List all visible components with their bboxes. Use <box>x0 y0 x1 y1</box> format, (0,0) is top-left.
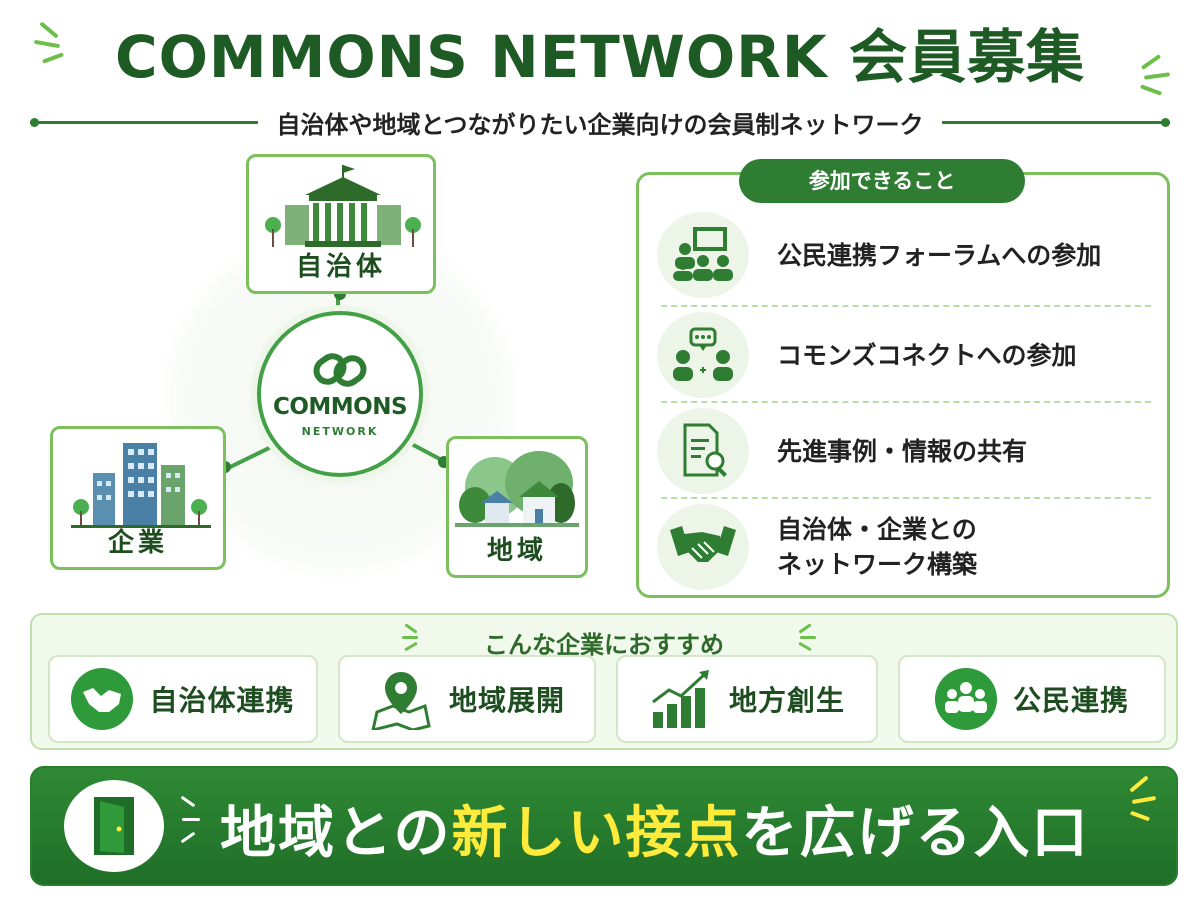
recommend-label: 地域展開 <box>448 684 565 717</box>
benefit-label-line-1: 自治体・企業との <box>777 515 977 544</box>
benefit-item: 自治体・企業との ネットワーク構築 <box>657 499 1153 595</box>
benefits-panel: 参加できること 公民連携フォーラムへの参加 コモンズコネクトへ <box>636 159 1170 598</box>
hub-subname: NETWORK <box>301 425 379 438</box>
benefit-label-line-2: ネットワーク構築 <box>777 550 978 579</box>
benefits-title: 参加できること <box>739 159 1025 203</box>
map-pin-icon <box>371 672 431 730</box>
handshake-icon <box>657 504 749 590</box>
benefit-divider <box>661 497 1151 499</box>
connect-people-icon <box>657 312 749 398</box>
benefit-item: コモンズコネクトへの参加 <box>657 307 1153 403</box>
recommend-label: 地方創生 <box>728 684 845 717</box>
subtitle-row: 自治体や地域とつながりたい企業向けの会員制ネットワーク <box>30 104 1171 140</box>
benefit-label: 公民連携フォーラムへの参加 <box>777 240 1102 270</box>
office-buildings-icon <box>71 443 211 528</box>
commons-network-hub: COMMONS NETWORK <box>257 311 423 477</box>
recommend-section: こんな企業におすすめ 自治体連携 地域展開 地方創生 <box>30 613 1178 750</box>
recommend-card: 地域展開 <box>338 655 596 743</box>
hub-name: COMMONS <box>272 394 408 420</box>
chain-link-icon <box>313 353 367 387</box>
node-company: 企業 <box>50 426 226 570</box>
door-icon-circle <box>64 780 164 872</box>
government-building-icon <box>265 165 421 247</box>
benefit-divider <box>661 401 1151 403</box>
town-landscape-icon <box>455 451 579 527</box>
benefit-divider <box>661 305 1151 307</box>
meeting-icon <box>657 212 749 298</box>
subtitle-divider-left <box>30 117 259 127</box>
recommend-label: 自治体連携 <box>149 684 295 717</box>
group-icon <box>934 668 997 730</box>
node-label-company: 企業 <box>107 528 168 558</box>
banner-text-highlight: 新しい接点 <box>451 801 742 866</box>
node-region: 地域 <box>446 436 588 578</box>
banner-text: 地域との新しい接点を広げる入口 <box>220 788 1089 869</box>
benefit-item: 公民連携フォーラムへの参加 <box>657 207 1153 303</box>
benefit-item: 先進事例・情報の共有 <box>657 403 1153 499</box>
node-government: 自治体 <box>246 154 436 294</box>
banner-text-part-2: を広げる入口 <box>741 801 1090 866</box>
node-label-region: 地域 <box>486 536 547 566</box>
node-label-government: 自治体 <box>295 252 386 282</box>
recommend-label: 公民連携 <box>1012 684 1129 717</box>
banner-text-part-1: 地域との <box>220 801 452 866</box>
recommend-card: 自治体連携 <box>48 655 318 743</box>
benefit-label: 先進事例・情報の共有 <box>777 436 1028 466</box>
subtitle-divider-right <box>941 117 1171 127</box>
benefit-label: 自治体・企業との ネットワーク構築 <box>777 512 977 582</box>
handshake-icon <box>71 668 134 730</box>
recommend-card: 公民連携 <box>898 655 1166 743</box>
document-search-icon <box>657 408 749 494</box>
recommend-title: こんな企業におすすめ <box>484 631 724 659</box>
subtitle: 自治体や地域とつながりたい企業向けの会員制ネットワーク <box>276 110 924 139</box>
benefit-label: コモンズコネクトへの参加 <box>777 340 1077 370</box>
door-icon <box>94 797 134 855</box>
recommend-card: 地方創生 <box>616 655 878 743</box>
page-title: COMMONS NETWORK 会員募集 <box>115 23 1085 91</box>
bottom-banner: 地域との新しい接点を広げる入口 <box>30 766 1178 886</box>
growth-chart-icon <box>652 670 709 728</box>
